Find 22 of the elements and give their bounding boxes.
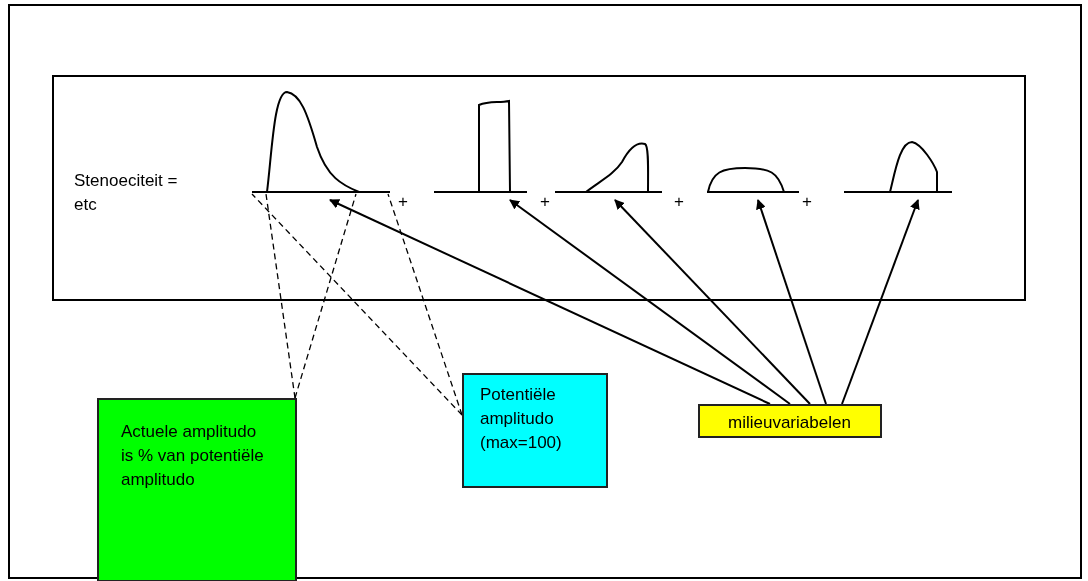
distribution-curve [250,88,392,196]
leader-line [294,193,357,399]
arrow [509,199,791,405]
leader-line [251,193,463,416]
arrow [756,199,827,405]
panel-box [52,75,1026,301]
equation-text: Stenoeciteit = etc [74,170,179,216]
distribution-curve [842,138,954,196]
label-box: milieuvariabelen [698,404,882,438]
arrow [614,199,811,405]
arrow [329,199,771,405]
arrow [841,199,920,405]
distribution-curve [705,164,801,196]
distribution-curve [432,98,529,196]
plus-sign: + [398,191,408,213]
leader-line [387,193,463,416]
note-box: Potentiële amplitudo (max=100) [462,373,608,488]
plus-sign: + [540,191,550,213]
plus-sign: + [802,191,812,213]
plus-sign: + [674,191,684,213]
note-box: Actuele amplitudo is % van potentiële amplitudo [97,398,297,581]
leader-line [265,193,296,399]
